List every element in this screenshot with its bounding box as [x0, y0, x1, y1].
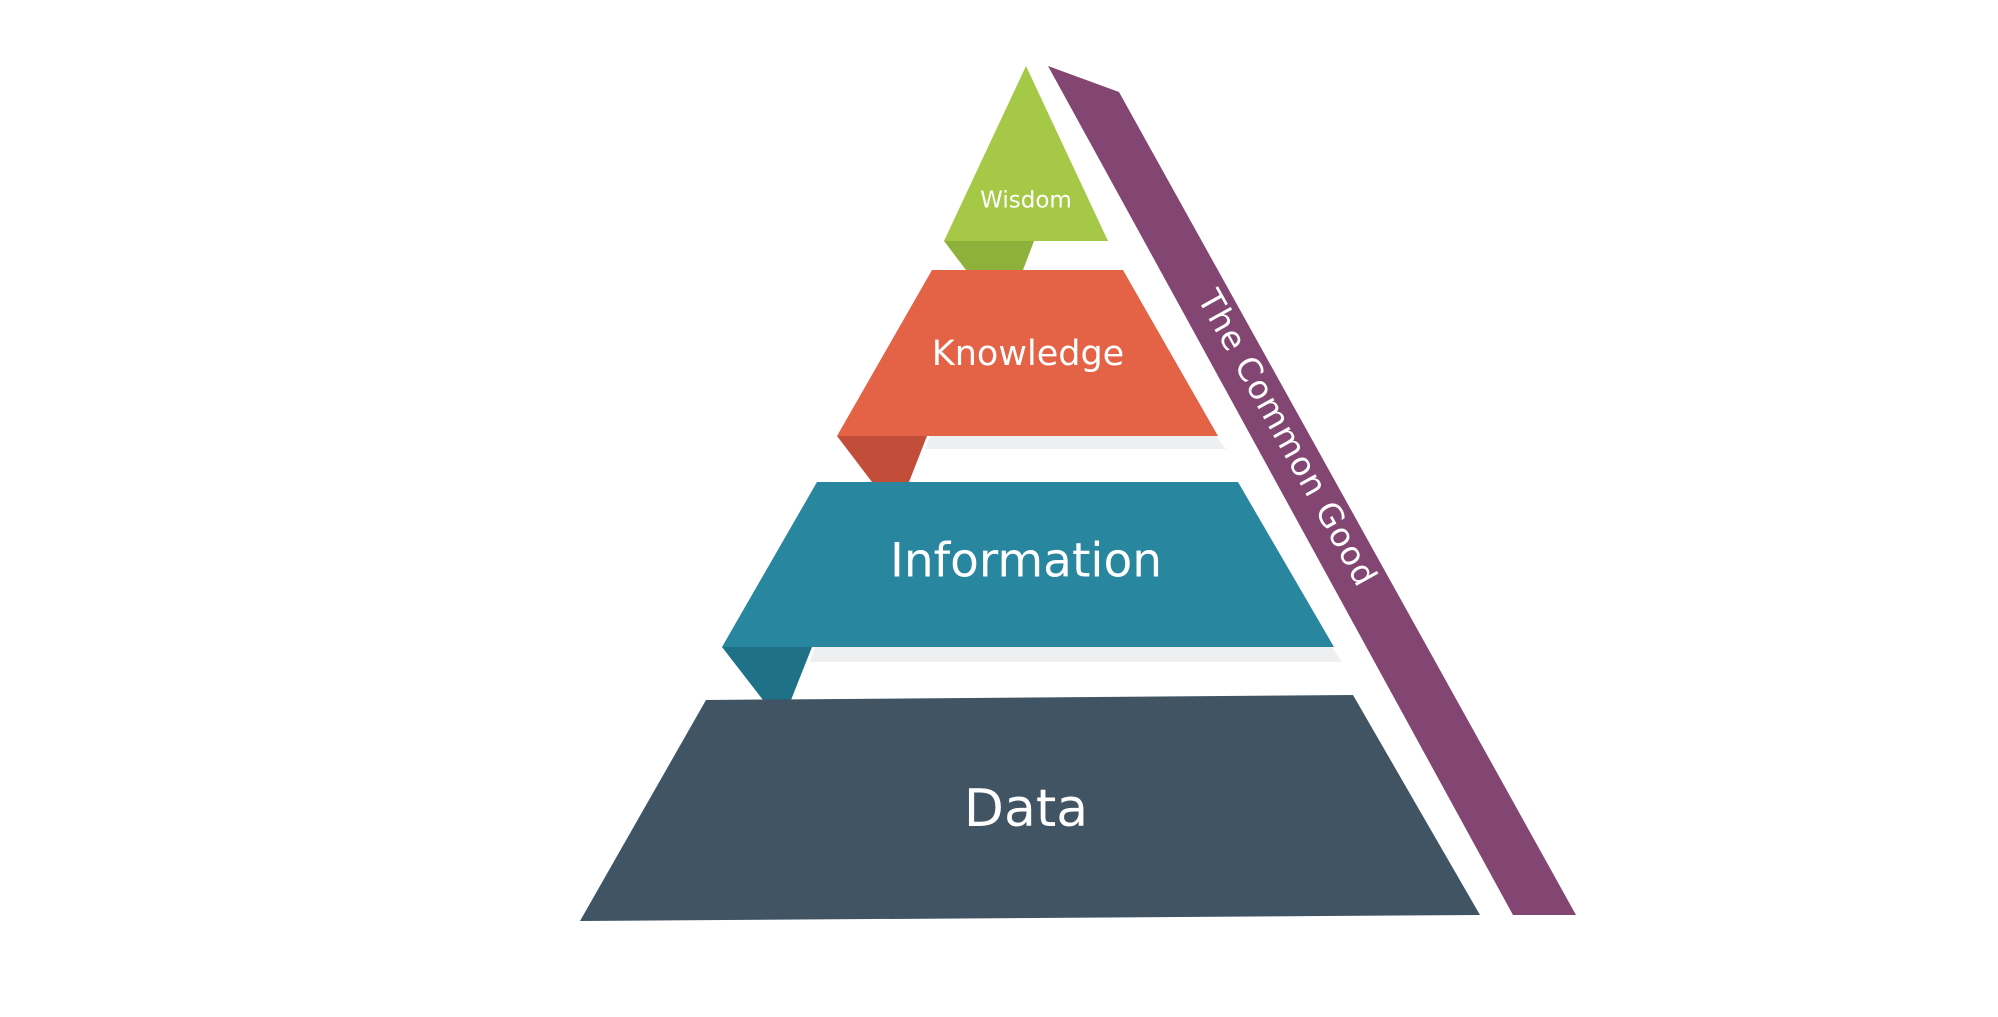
data-label: Data — [964, 779, 1088, 839]
knowledge-fold — [837, 436, 927, 482]
knowledge-shadow — [925, 436, 1226, 449]
common-good-band — [1048, 66, 1576, 915]
information-label: Information — [890, 534, 1162, 589]
wisdom-label: Wisdom — [980, 188, 1072, 214]
wisdom-fold — [944, 241, 1034, 270]
knowledge-tier — [837, 270, 1218, 436]
knowledge-label: Knowledge — [932, 334, 1124, 374]
information-fold — [722, 647, 812, 700]
information-tier — [722, 482, 1334, 647]
information-shadow — [810, 647, 1342, 662]
wisdom-tier — [944, 66, 1108, 241]
data-tier — [580, 695, 1480, 921]
